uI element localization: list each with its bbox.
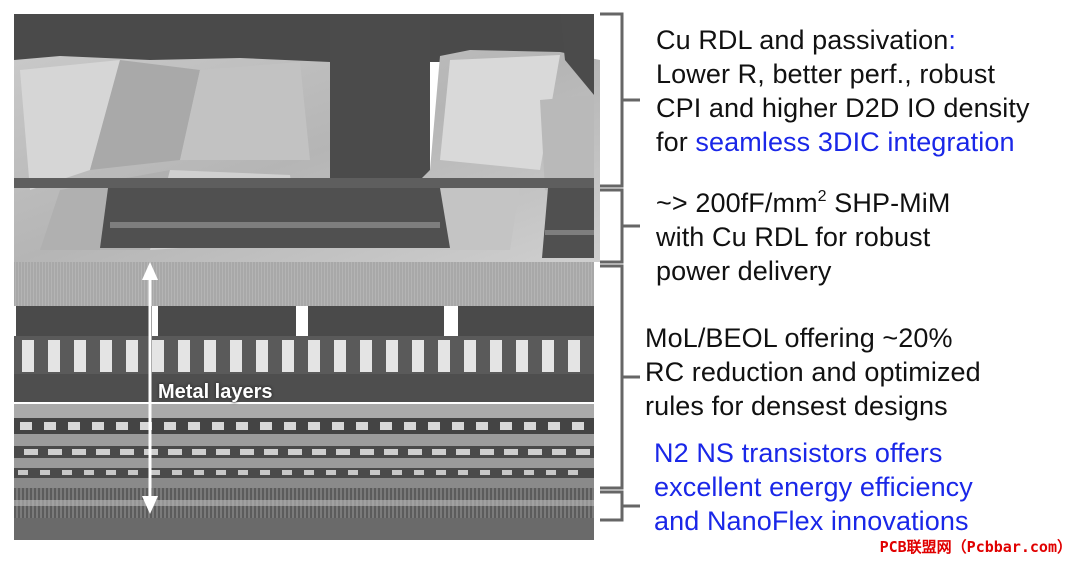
highlight-3dic: seamless 3DIC integration (695, 127, 1015, 157)
annotation-rdl: Cu RDL and passivation: Lower R, better … (656, 25, 1030, 157)
metal-layers-label: Metal layers (158, 381, 273, 403)
bracket-rdl (600, 12, 640, 188)
annotation-brackets (600, 12, 640, 522)
watermark: PCB联盟网（Pcbbar.com） (879, 538, 1072, 556)
bracket-mim (600, 188, 640, 264)
bracket-n2 (600, 490, 640, 522)
annotation-beol: MoL/BEOL offering ~20% RC reduction and … (645, 323, 981, 421)
sem-cross-section-image (14, 14, 600, 540)
annotation-n2: N2 NS transistors offers excellent energ… (654, 438, 973, 536)
annotation-mim: ~> 200fF/mm2 SHP-MiM with Cu RDL for rob… (656, 188, 951, 286)
bracket-beol (600, 264, 640, 490)
